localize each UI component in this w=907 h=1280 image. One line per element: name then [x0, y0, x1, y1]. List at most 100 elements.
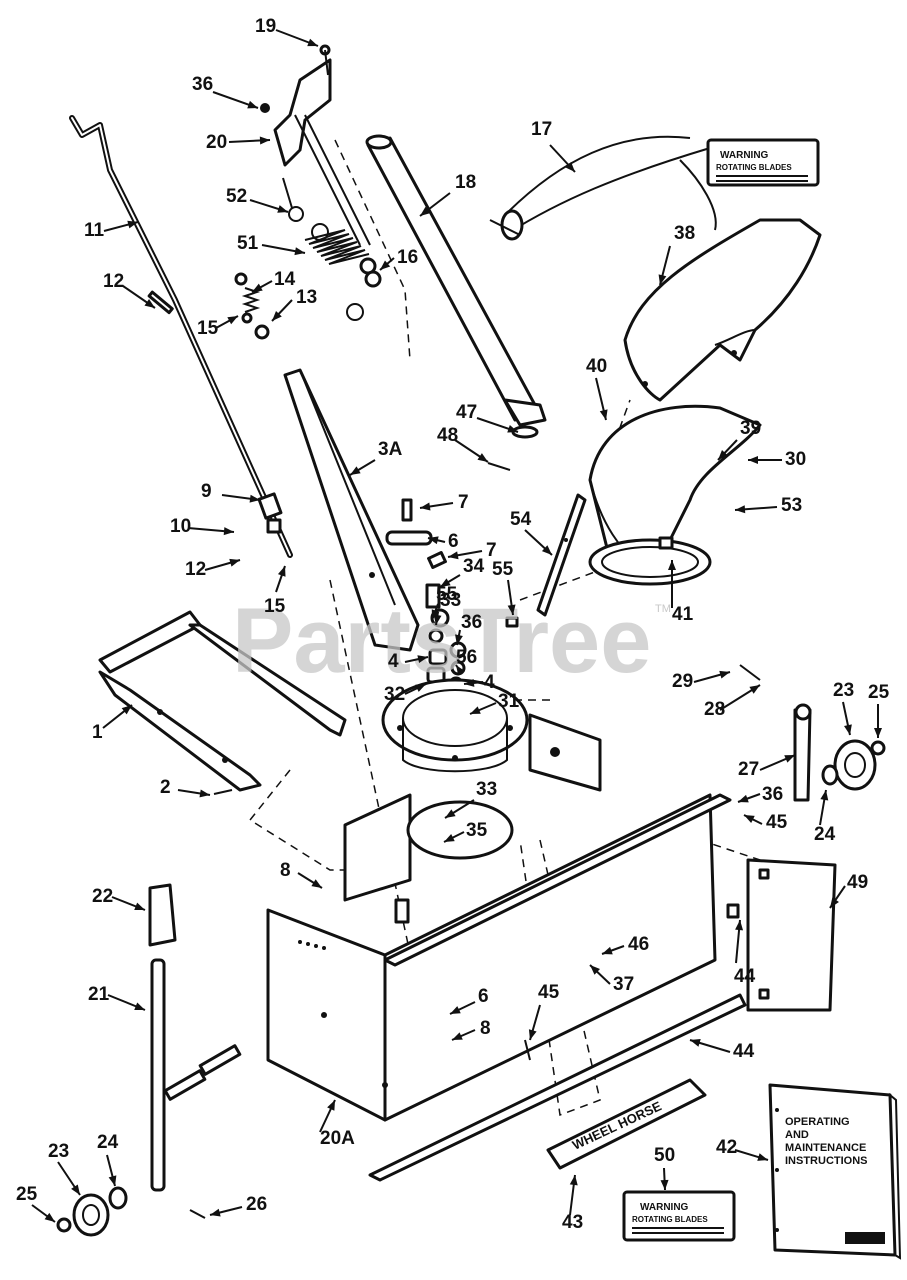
callout-24: 24	[814, 824, 836, 845]
callout-arrowhead	[420, 206, 431, 216]
callout-25: 25	[868, 682, 890, 703]
callout-53: 53	[781, 495, 802, 516]
callout-arrowhead	[445, 809, 456, 818]
callout-arrowhead	[658, 274, 667, 285]
callout-arrowhead	[470, 706, 481, 714]
callout-27: 27	[738, 759, 759, 780]
callout-arrowhead	[327, 1100, 335, 1111]
callout-arrowhead	[144, 299, 155, 308]
callout-48: 48	[437, 425, 458, 446]
callout-arrowhead	[455, 634, 463, 645]
chute-ring	[381, 678, 529, 773]
callout-4: 4	[484, 672, 495, 693]
callout-arrowhead	[44, 1212, 55, 1222]
drive-handle-left	[56, 883, 242, 1237]
callout-33: 33	[440, 590, 461, 611]
callout-23: 23	[833, 680, 854, 701]
callout-arrowhead	[602, 946, 613, 955]
callout-arrowhead	[121, 705, 132, 715]
callout-36: 36	[461, 612, 482, 633]
callout-arrowhead	[719, 670, 730, 679]
callout-29: 29	[672, 671, 693, 692]
callout-33: 33	[476, 779, 497, 800]
callout-arrowhead	[874, 728, 882, 738]
auger-housing	[266, 713, 732, 1122]
callout-arrowhead	[456, 665, 465, 676]
callout-arrowhead	[420, 502, 431, 511]
callout-arrowhead	[820, 790, 829, 801]
callout-arrowhead	[735, 920, 744, 931]
callout-arrowhead	[784, 755, 795, 763]
callout-43: 43	[562, 1212, 583, 1233]
callout-8: 8	[280, 860, 291, 881]
lower-frame	[98, 610, 347, 795]
callout-37: 37	[613, 974, 634, 995]
callout-44: 44	[734, 966, 756, 987]
callout-arrowhead	[127, 220, 138, 229]
callout-38: 38	[674, 223, 695, 244]
callout-19: 19	[255, 16, 276, 37]
callout-1: 1	[92, 722, 103, 743]
callout-arrowhead	[599, 409, 608, 420]
callout-arrowhead	[844, 724, 852, 735]
callout-14: 14	[274, 269, 296, 290]
manual-line-2: AND	[785, 1129, 809, 1141]
callout-arrowhead	[433, 614, 442, 625]
callout-42: 42	[716, 1137, 737, 1158]
callout-4: 4	[388, 651, 399, 672]
callout-13: 13	[296, 287, 317, 308]
scraper-bar	[368, 993, 747, 1182]
warning-decal-bottom: WARNING ROTATING BLADES	[622, 1190, 736, 1242]
shift-link	[505, 493, 587, 628]
callout-arrowhead	[415, 684, 426, 692]
callout-40: 40	[586, 356, 607, 377]
callout-46: 46	[628, 934, 649, 955]
callout-55: 55	[492, 559, 514, 580]
callout-50: 50	[654, 1145, 675, 1166]
callout-arrowhead	[749, 685, 760, 694]
chute-deflector	[623, 218, 822, 402]
callout-arrowhead	[744, 815, 755, 824]
callout-arrowhead	[71, 1184, 80, 1195]
discharge-chute	[588, 404, 762, 586]
callout-arrowhead	[464, 678, 475, 687]
callout-3a: 3A	[378, 439, 403, 460]
callout-2: 2	[160, 777, 171, 798]
callout-arrowhead	[660, 1179, 669, 1190]
callout-arrowhead	[541, 545, 552, 555]
warning-decal-bottom-subtitle: ROTATING BLADES	[632, 1215, 708, 1224]
callout-arrowhead	[294, 247, 305, 256]
callout-arrowhead	[210, 1208, 221, 1217]
callout-11: 11	[84, 220, 105, 241]
callout-6: 6	[478, 986, 489, 1007]
callout-arrowhead	[108, 1175, 117, 1186]
manual-line-3: MAINTENANCE	[785, 1142, 866, 1154]
callout-arrowhead	[417, 655, 428, 664]
warning-decal-top-subtitle: ROTATING BLADES	[716, 163, 792, 172]
callout-arrowhead	[249, 494, 260, 503]
callout-arrowhead	[507, 604, 516, 615]
callout-7: 7	[458, 492, 469, 513]
callout-20a: 20A	[320, 1128, 355, 1149]
callout-arrowhead	[277, 205, 288, 213]
callout-34: 34	[463, 556, 485, 577]
callout-arrowhead	[227, 316, 238, 325]
callout-arrowhead	[252, 283, 263, 292]
callout-28: 28	[704, 699, 725, 720]
callout-arrowhead	[311, 879, 322, 888]
support-tube	[365, 134, 547, 471]
callout-arrowhead	[668, 560, 676, 570]
side-plate	[726, 858, 837, 1012]
callout-arrowhead	[735, 505, 746, 514]
callout-54: 54	[510, 509, 532, 530]
callout-12: 12	[103, 271, 124, 292]
callout-arrowhead	[565, 161, 575, 172]
callout-labels: 123A446677889101112121314151516171819202…	[16, 16, 890, 1233]
callout-arrowhead	[738, 794, 749, 803]
callout-arrowhead	[569, 1175, 578, 1186]
washers-16	[359, 257, 382, 288]
callout-32: 32	[384, 684, 405, 705]
warning-decal-bottom-title: WARNING	[640, 1202, 689, 1213]
callout-30: 30	[785, 449, 806, 470]
callout-arrowhead	[507, 424, 518, 433]
